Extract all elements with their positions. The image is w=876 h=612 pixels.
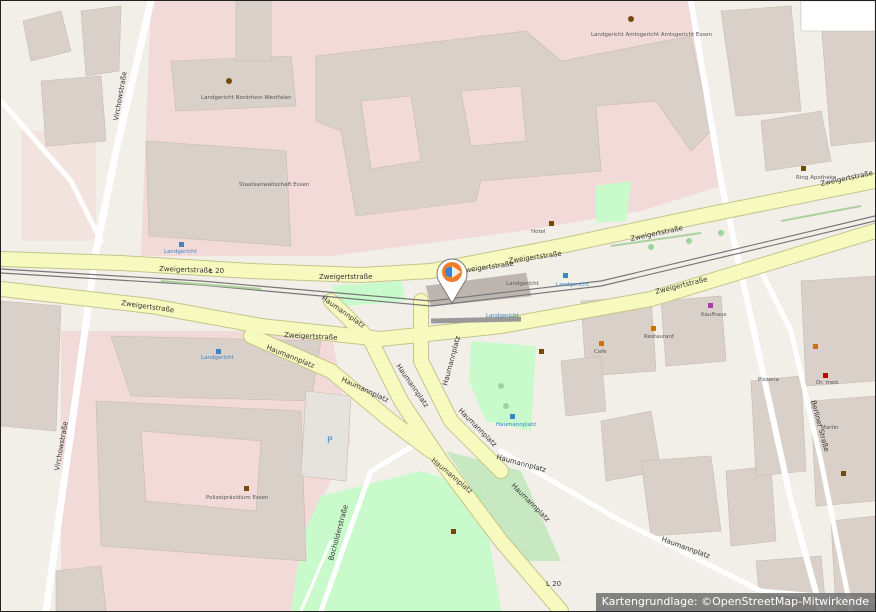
court-building-west [170, 55, 297, 112]
poi-polizeipraesidium: Polizeipräsidium Essen [206, 495, 269, 501]
poi-hotel: Hotel [531, 229, 546, 235]
poi-station-label: Landgericht [506, 281, 540, 287]
poi-restaurant: Restaurant [644, 334, 675, 340]
building-left-4 [1, 300, 62, 432]
primary-roads [1, 173, 875, 611]
restaurant-icon-2 [813, 344, 818, 349]
pharmacy-icon [801, 166, 806, 171]
poi-martin: Martin [821, 425, 839, 431]
hotel-icon [549, 221, 554, 226]
building-right-1 [720, 5, 802, 117]
poi-landgericht-stop-3: Landgericht [486, 313, 520, 319]
police-building-inner [140, 430, 262, 512]
street-zweigert-2: Zweigertstraße [319, 273, 372, 281]
railway [1, 215, 875, 324]
doctor-icon [823, 373, 828, 378]
virchowstrasse [42, 1, 155, 611]
monument-icon-2 [451, 529, 456, 534]
street-zweigert-7: Zweigertstraße [284, 331, 338, 342]
court-building-inner [360, 95, 422, 170]
zweigertstrasse-north [1, 174, 875, 282]
building-right-13 [560, 355, 607, 417]
park-south [291, 471, 501, 611]
trees [498, 230, 724, 409]
north-street-right [688, 1, 824, 611]
poi-landgericht-nord: Landgericht Nordrhein Westfalen [201, 95, 292, 101]
building-left-2 [40, 75, 107, 147]
haumannplatz-west [244, 329, 438, 458]
court-building-wing [235, 1, 272, 62]
shop-icon [708, 303, 713, 308]
restaurant-icon [651, 326, 656, 331]
building-right-8 [725, 465, 777, 547]
poi-pizzeria: Pizzeria [758, 377, 779, 383]
berliner-street [758, 268, 854, 611]
cafe-icon [599, 341, 604, 346]
building-left-1 [22, 10, 72, 62]
building-right-12 [830, 515, 875, 611]
court-building-inner-2 [460, 85, 527, 147]
building-right-10 [800, 275, 875, 387]
bus-stop-icon [179, 242, 184, 247]
building-right-7 [640, 455, 722, 537]
bocholderstrasse [318, 438, 424, 611]
street-haumann-5: Haumannplatz [441, 335, 462, 387]
building-far-right [800, 1, 875, 32]
location-pin-icon[interactable] [434, 257, 470, 305]
park-strip [331, 281, 406, 306]
poi-labels: Landgericht Amtsgericht Amtsgericht Esse… [164, 32, 840, 501]
parking-icon: P [327, 436, 333, 446]
building-left-5 [55, 565, 107, 611]
parks [291, 181, 631, 611]
poi-dr-med: Dr. med. [816, 380, 840, 386]
poi-kaufhaus: Kaufhaus [701, 312, 727, 318]
west-diagonal [1, 98, 104, 244]
monument-icon [539, 349, 544, 354]
poi-icons: P [179, 16, 846, 534]
police-icon [244, 486, 249, 491]
street-ref-l20: L 20 [209, 267, 224, 275]
street-zweigert-1: Zweigertstraße [159, 265, 213, 275]
poi-landgericht-left: Landgericht [201, 355, 235, 361]
map-attribution[interactable]: Kartengrundlage: ©OpenStreetMap-Mitwirke… [595, 593, 875, 611]
haumannplatz-link [414, 294, 508, 478]
tram-stop-icon-2 [510, 414, 515, 419]
poi-landgericht-top: Landgericht Amtsgericht Amtsgericht Esse… [591, 32, 713, 38]
south-west-path [299, 539, 333, 611]
poi-haumannplatz-stop: Haumannplatz [496, 422, 536, 428]
poi-ring-apotheke: Ring Apotheke [796, 175, 837, 181]
poi-cafe: Cafe [594, 349, 607, 355]
person-icon [841, 471, 846, 476]
park-green-right [596, 181, 631, 223]
building-left-3 [80, 5, 122, 77]
haumannplatz-ramp [324, 294, 568, 611]
court-icon [226, 78, 232, 84]
building-parking [300, 390, 352, 482]
poi-staatsanwaltschaft: Staatsanwaltschaft Essen [239, 182, 310, 188]
street-haumann-10: Haumannplatz [660, 535, 711, 560]
park-ramp [446, 451, 561, 561]
staatsanwaltschaft-building [145, 140, 292, 247]
bus-stop-icon-2 [216, 349, 221, 354]
medians [160, 205, 862, 290]
poi-landgericht-stop-2: Landgericht [556, 282, 590, 288]
building-right-9 [750, 375, 807, 477]
court-area-left [21, 131, 96, 241]
street-ref-l20-bottom: L 20 [546, 580, 561, 588]
zweigertstrasse-south [1, 224, 875, 346]
building-right-2 [820, 15, 875, 147]
building-right-5 [660, 295, 727, 367]
poi-landgericht-stop: Landgericht [164, 249, 198, 255]
building-right-3 [760, 110, 832, 172]
court-icon-2 [628, 16, 634, 22]
tram-stop-icon [563, 273, 568, 278]
